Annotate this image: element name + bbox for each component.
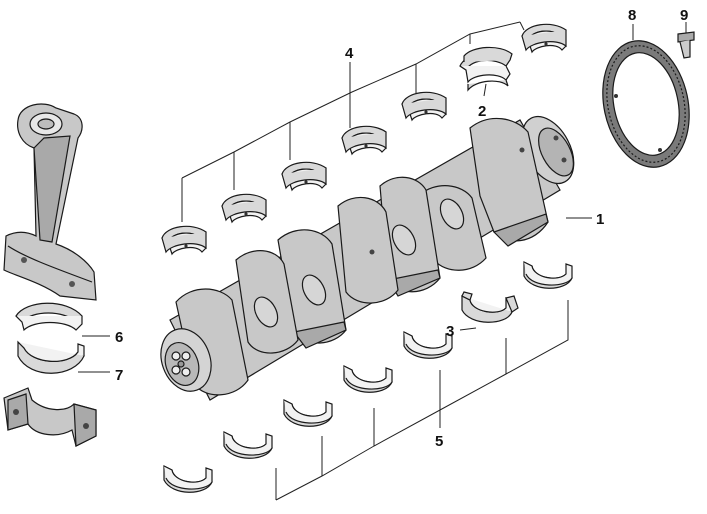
crankshaft <box>160 115 575 401</box>
callout-8: 8 <box>628 7 636 24</box>
callout-7: 7 <box>115 367 123 384</box>
connecting-rod-cap <box>3 387 97 447</box>
callout-9: 9 <box>680 7 688 24</box>
callout-3: 3 <box>446 323 454 340</box>
leader-lines <box>78 21 687 501</box>
callout-labels: 1 2 3 4 5 6 7 8 9 <box>115 7 688 450</box>
callout-1: 1 <box>596 211 604 228</box>
bolt <box>677 31 695 59</box>
connecting-rod <box>3 103 97 301</box>
rod-bearing-shell-lower <box>17 340 85 374</box>
callout-6: 6 <box>115 329 123 346</box>
callout-4: 4 <box>345 45 354 62</box>
thrust-bearing-shell <box>459 46 513 92</box>
rod-bearing-shell-upper <box>15 302 83 332</box>
lower-thrust-bearing-shell <box>461 291 519 323</box>
callout-5: 5 <box>435 433 443 450</box>
ring-gear <box>602 40 690 168</box>
callout-2: 2 <box>478 103 486 120</box>
